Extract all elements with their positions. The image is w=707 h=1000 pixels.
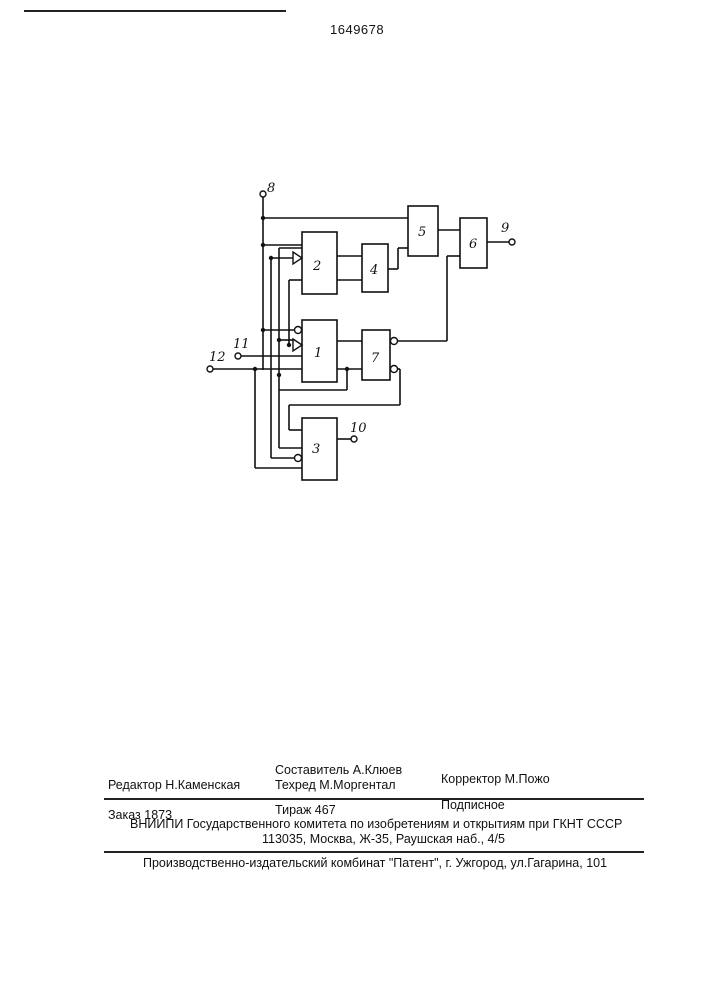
colophon-rule-1: [104, 798, 644, 800]
techred: Техред М.Моргентал: [275, 778, 396, 792]
inversion-circle: [391, 338, 398, 345]
address: 113035, Москва, Ж-35, Раушская наб., 4/5: [262, 832, 505, 846]
block-6-label: 6: [469, 237, 477, 252]
inversion-circle: [295, 327, 302, 334]
block-2-label: 2: [312, 259, 321, 274]
circuit-diagram: 2 4 5 6 1 7 3 8 9 10 11 12: [0, 0, 707, 520]
terminal-8-label: 8: [267, 181, 275, 196]
corrector: Корректор М.Пожо: [441, 772, 550, 786]
publisher: Производственно-издательский комбинат "П…: [143, 856, 607, 870]
inversion-circle: [295, 455, 302, 462]
terminal-8: [260, 191, 266, 197]
vniipi: ВНИИПИ Государственного комитета по изоб…: [130, 817, 622, 831]
block-4-label: 4: [369, 263, 378, 278]
circulation: Тираж 467: [275, 803, 336, 817]
block-5-label: 5: [418, 225, 426, 240]
compiler: Составитель А.Клюев: [275, 763, 402, 777]
terminal-12-label: 12: [209, 350, 226, 365]
terminal-10-label: 10: [350, 421, 367, 436]
editor: Редактор Н.Каменская: [108, 778, 240, 792]
clock-triangle-2: [293, 252, 302, 264]
block-3-label: 3: [312, 442, 320, 457]
terminal-11: [235, 353, 241, 359]
block-1-label: 1: [314, 346, 322, 361]
subscription: Подписное: [441, 798, 505, 812]
terminal-9-label: 9: [501, 221, 509, 236]
terminal-12: [207, 366, 213, 372]
terminal-10: [351, 436, 357, 442]
terminal-11-label: 11: [233, 337, 250, 352]
colophon-rule-2: [104, 851, 644, 853]
clock-triangle-1: [293, 339, 302, 351]
terminal-9: [509, 239, 515, 245]
block-7-label: 7: [371, 351, 380, 366]
inversion-circle: [391, 366, 398, 373]
